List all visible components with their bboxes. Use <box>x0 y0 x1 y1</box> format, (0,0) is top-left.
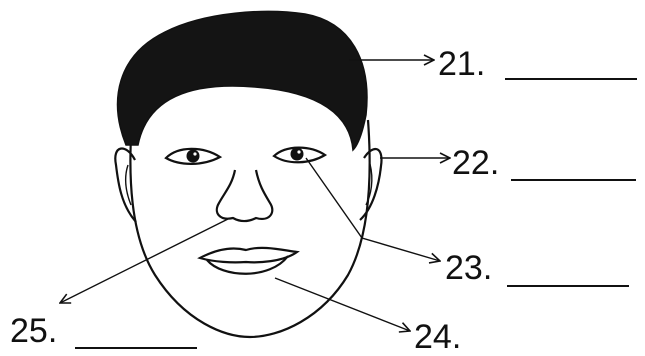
arrow-23-line <box>306 158 440 261</box>
hair <box>118 11 367 150</box>
left-eye <box>166 149 220 164</box>
label-24: 24. <box>414 320 461 354</box>
label-21: 21. <box>438 47 485 81</box>
right-ear <box>360 149 382 220</box>
answer-blank-22[interactable] <box>511 179 636 181</box>
answer-blank-21[interactable] <box>505 78 637 80</box>
arrow-25-line <box>60 219 228 303</box>
label-25: 25. <box>10 314 57 348</box>
answer-blank-25[interactable] <box>75 347 197 349</box>
answer-blank-23[interactable] <box>507 285 629 287</box>
label-23: 23. <box>445 251 492 285</box>
right-eye <box>274 148 325 163</box>
label-22: 22. <box>452 146 499 180</box>
face-outline <box>130 120 369 337</box>
nose <box>217 170 272 221</box>
arrow-24-line <box>275 278 410 331</box>
mouth <box>200 248 297 274</box>
